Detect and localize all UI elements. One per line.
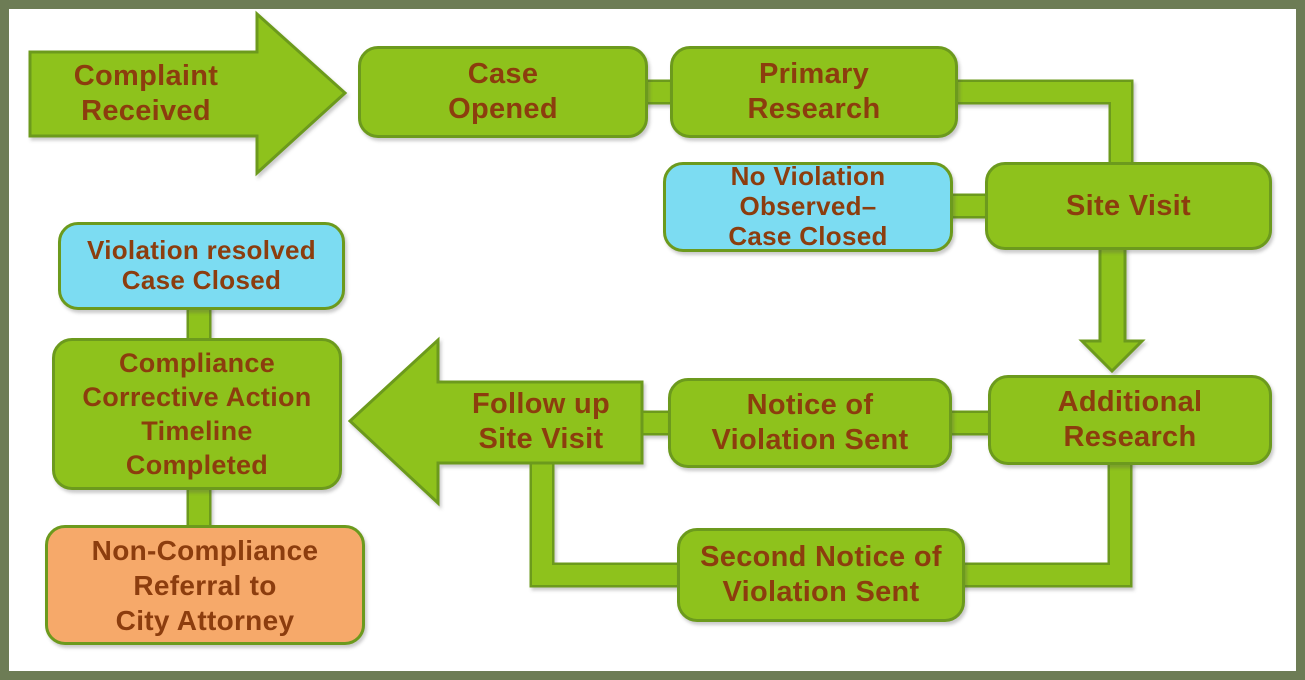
node-no-violation-observed: No Violation Observed– Case Closed [663, 161, 953, 252]
node-primary-research: Primary Research [670, 46, 958, 138]
node-violation-resolved: Violation resolved Case Closed [58, 222, 345, 310]
connector-additional-research-to-second-notice [958, 458, 1133, 588]
node-notice-of-violation: Notice of Violation Sent [668, 378, 952, 468]
arrow-complaint-received [28, 10, 348, 177]
node-site-visit: Site Visit [985, 162, 1272, 250]
arrow-follow-up-site-visit [347, 336, 644, 507]
node-case-opened: Case Opened [358, 46, 648, 138]
label-follow-up-site-visit: Follow up Site Visit [471, 388, 610, 455]
node-compliance: Compliance Corrective Action Timeline Co… [52, 338, 342, 490]
node-second-notice: Second Notice of Violation Sent [677, 528, 965, 622]
arrow-site-visit-to-additional-research [1078, 244, 1146, 374]
connector-primary-research-to-site-visit [950, 79, 1134, 170]
label-complaint-received: Complaint Received [73, 60, 219, 127]
node-additional-research: Additional Research [988, 375, 1272, 465]
node-non-compliance: Non-Compliance Referral to City Attorney [45, 525, 365, 645]
connector-second-notice-to-follow-up [529, 455, 690, 588]
